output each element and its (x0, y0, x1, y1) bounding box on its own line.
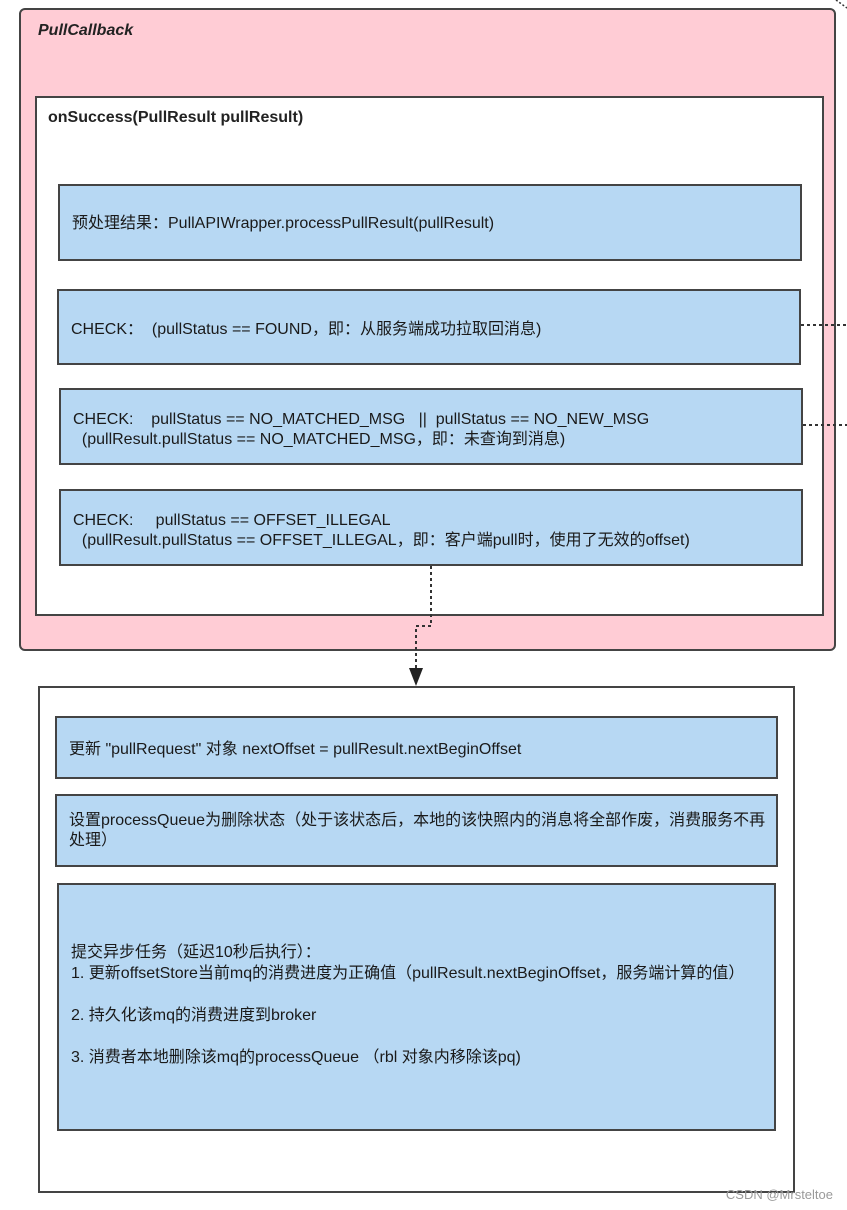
update-offset-action: 更新 "pullRequest" 对象 nextOffset = pullRes… (55, 716, 778, 779)
preprocess-step: 预处理结果：PullAPIWrapper.processPullResult(p… (58, 184, 802, 261)
corner-connector (835, 0, 847, 9)
check-found-step-text: CHECK： (pullStatus == FOUND，即：从服务端成功拉取回消… (71, 321, 542, 338)
check-no-msg-step-text: CHECK: pullStatus == NO_MATCHED_MSG || p… (73, 411, 650, 448)
update-offset-action-text: 更新 "pullRequest" 对象 nextOffset = pullRes… (69, 741, 522, 758)
watermark: CSDN @Mrsteltoe (725, 1187, 833, 1202)
check-offset-illegal-step-text: CHECK: pullStatus == OFFSET_ILLEGAL (pul… (73, 512, 690, 549)
async-task-action-text: 提交异步任务（延迟10秒后执行）： 1. 更新offsetStore当前mq的消… (71, 944, 745, 1066)
check-no-msg-step: CHECK: pullStatus == NO_MATCHED_MSG || p… (59, 388, 803, 465)
set-dropped-action-text: 设置processQueue为删除状态（处于该状态后，本地的该快照内的消息将全部… (69, 812, 766, 849)
check-found-step: CHECK： (pullStatus == FOUND，即：从服务端成功拉取回消… (57, 289, 801, 365)
async-task-action: 提交异步任务（延迟10秒后执行）： 1. 更新offsetStore当前mq的消… (57, 883, 776, 1131)
set-dropped-action: 设置processQueue为删除状态（处于该状态后，本地的该快照内的消息将全部… (55, 794, 778, 867)
check-offset-illegal-step: CHECK: pullStatus == OFFSET_ILLEGAL (pul… (59, 489, 803, 566)
pullcallback-title: PullCallback (38, 22, 134, 39)
preprocess-step-text: 预处理结果：PullAPIWrapper.processPullResult(p… (72, 215, 495, 232)
offset-illegal-connector (415, 566, 432, 668)
offset-illegal-arrowhead (409, 668, 423, 686)
onsuccess-title: onSuccess(PullResult pullResult) (48, 109, 304, 126)
